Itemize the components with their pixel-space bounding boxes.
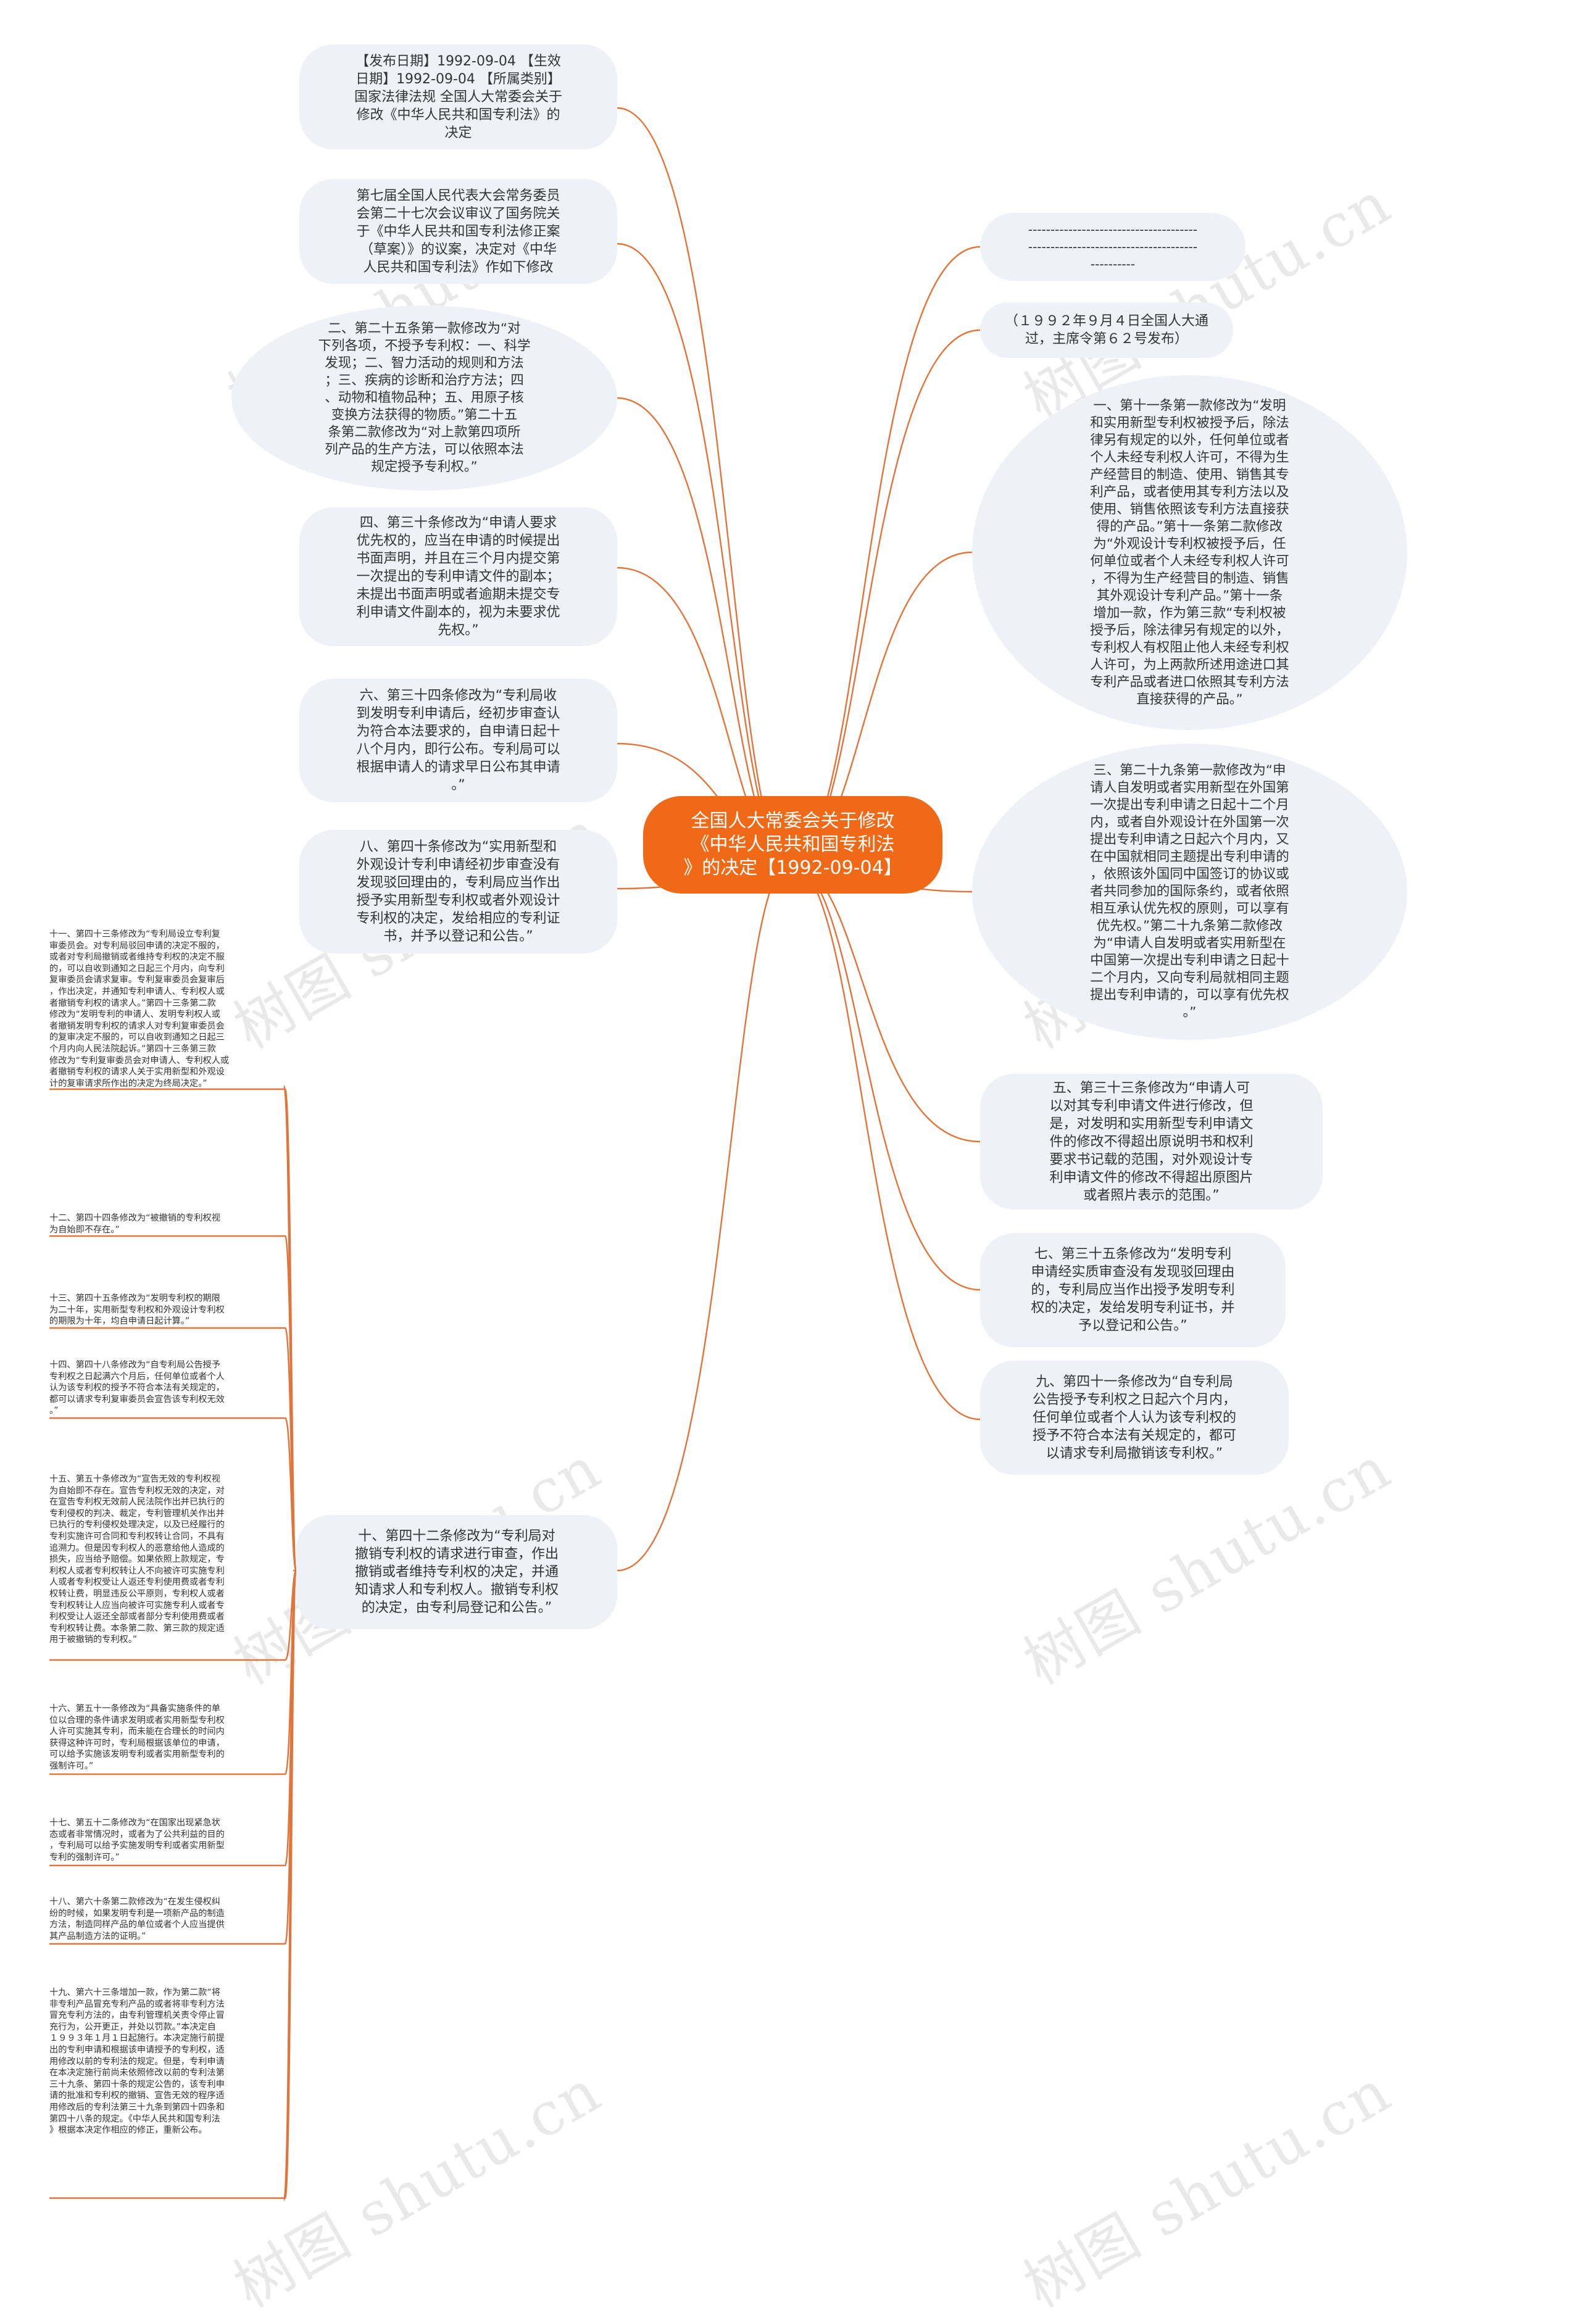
node-text: 十、第四十二条修改为“专利局对 撤销专利权的请求进行审查，作出 撤销或者维持专利… [354,1529,559,1616]
node-preamble[interactable]: 第七届全国人民代表大会常务委员 会第二十七次会议审议了国务院关 于《中华人民共和… [299,179,617,284]
edge-l19 [49,1569,297,2199]
node-article-30[interactable]: 四、第三十条修改为“申请人要求 优先权的，应当在申请的时候提出 书面声明，并且在… [299,507,617,646]
leaf-article-44[interactable]: 十二、第四十四条修改为“被撤销的专利权视 为自始即不存在。” [49,1213,284,1235]
leaf-article-43[interactable]: 十一、第四十三条修改为“专利局设立专利复 审委员会。对专利局驳回申请的决定不服的… [49,929,284,1089]
node-text: 五、第三十三条修改为“申请人可 以对其专利申请文件进行修改，但 是，对发明和实用… [1049,1080,1254,1203]
edge-passed [789,329,981,864]
node-text: 九、第四十一条修改为“自专利局 公告授予专利权之日起六个月内， 任何单位或者个人… [1032,1374,1236,1461]
leaf-text: 十四、第四十八条修改为“自专利局公告授予 专利权之日起满六个月后，任何单位或者个… [49,1360,225,1416]
node-article-25[interactable]: 二、第二十五条第一款修改为“对 下列各项，不授予专利权：一、科学 发现；二、智力… [231,305,617,491]
leaf-text: 十三、第四十五条修改为“发明专利权的期限 为二十年，实用新型专利权和外观设计专利… [49,1293,225,1327]
leaf-article-63[interactable]: 十九、第六十三条增加一款，作为第二款“将 非专利产品冒充专利产品的或者将非专利方… [49,1987,284,2136]
node-text: 一、第十一条第一款修改为“发明 和实用新型专利权被授予后，除法 律另有规定的以外… [1090,397,1289,707]
leaf-article-52[interactable]: 十七、第五十二条修改为“在国家出现紧急状 态或者非常情况时，或者为了公共利益的目… [49,1817,284,1863]
edge-art42 [617,861,791,1572]
leaf-text: 十九、第六十三条增加一款，作为第二款“将 非专利产品冒充专利产品的或者将非专利方… [49,1988,225,2136]
connector-lines [49,107,981,2201]
node-text: 四、第三十条修改为“申请人要求 优先权的，应当在申请的时候提出 书面声明，并且在… [356,515,560,638]
node-text: 七、第三十五条修改为“发明专利 申请经实质审查没有发现驳回理由 的，专利局应当作… [1031,1247,1235,1334]
leaf-text: 十六、第五十一条修改为“具备实施条件的单 位以合理的条件请求发明或者实用新型专利… [49,1704,225,1771]
leaf-article-50[interactable]: 十五、第五十条修改为“宣告无效的专利权视 为自始即不存在。宣告专利权无效的决定，… [49,1474,284,1646]
node-text: 二、第二十五条第一款修改为“对 下列各项，不授予专利权：一、科学 发现；二、智力… [318,321,531,475]
node-text: 三、第二十九条第一款修改为“申 请人自发明或者实用新型在外国第 一次提出专利申请… [1090,763,1289,1020]
edge-art41 [789,861,981,1421]
node-text: 第七届全国人民代表大会常务委员 会第二十七次会议审议了国务院关 于《中华人民共和… [356,188,560,275]
leaf-text: 十一、第四十三条修改为“专利局设立专利复 审委员会。对专利局驳回申请的决定不服的… [49,929,230,1089]
leaf-text: 十七、第五十二条修改为“在国家出现紧急状 态或者非常情况时，或者为了公共利益的目… [49,1818,225,1862]
node-article-42[interactable]: 十、第四十二条修改为“专利局对 撤销专利权的请求进行审查，作出 撤销或者维持专利… [296,1515,617,1629]
leaf-article-48[interactable]: 十四、第四十八条修改为“自专利局公告授予 专利权之日起满六个月后，任何单位或者个… [49,1359,284,1417]
node-text: 【发布日期】1992-09-04 【生效 日期】1992-09-04 【所属类别… [354,53,562,141]
edge-art33 [789,861,981,1143]
leaf-article-45[interactable]: 十三、第四十五条修改为“发明专利权的期限 为二十年，实用新型专利权和外观设计专利… [49,1293,284,1327]
node-article-41[interactable]: 九、第四十一条修改为“自专利局 公告授予专利权之日起六个月内， 任何单位或者个人… [980,1361,1289,1475]
leaf-article-60[interactable]: 十八、第六十条第二款修改为“在发生侵权纠 纷的时候，如果发明专利是一项新产品的制… [49,1896,284,1942]
edge-date [617,107,791,864]
node-text: 六、第三十四条修改为“专利局收 到发明专利申请后，经初步审查认 为符合本法要求的… [356,688,560,793]
root-topic-label: 全国人大常委会关于修改 《中华人民共和国专利法 》的决定【1992-09-04】 [683,810,902,879]
node-article-35[interactable]: 七、第三十五条修改为“发明专利 申请经实质审查没有发现驳回理由 的，专利局应当作… [980,1233,1286,1347]
node-text: -------------------------------------- -… [1028,222,1198,272]
edge-art25 [617,397,791,864]
node-article-33[interactable]: 五、第三十三条修改为“申请人可 以对其专利申请文件进行修改，但 是，对发明和实用… [980,1074,1323,1210]
node-article-40[interactable]: 八、第四十条修改为“实用新型和 外观设计专利申请经初步审查没有 发现驳回理由的，… [299,830,617,953]
edge-l14 [49,1417,297,1572]
root-topic[interactable]: 全国人大常委会关于修改 《中华人民共和国专利法 》的决定【1992-09-04】 [643,796,942,894]
node-article-11[interactable]: 一、第十一条第一款修改为“发明 和实用新型专利权被授予后，除法 律另有规定的以外… [972,375,1407,730]
node-publish-date[interactable]: 【发布日期】1992-09-04 【生效 日期】1992-09-04 【所属类别… [299,44,617,149]
node-separator[interactable]: -------------------------------------- -… [980,213,1245,281]
leaf-text: 十八、第六十条第二款修改为“在发生侵权纠 纷的时候，如果发明专利是一项新产品的制… [49,1897,225,1941]
leaf-text: 十二、第四十四条修改为“被撤销的专利权视 为自始即不存在。” [49,1213,220,1235]
leaf-text: 十五、第五十条修改为“宣告无效的专利权视 为自始即不存在。宣告专利权无效的决定，… [49,1474,225,1645]
node-article-29[interactable]: 三、第二十九条第一款修改为“申 请人自发明或者实用新型在外国第 一次提出专利申请… [972,744,1407,1040]
node-passed-info[interactable]: （１９９２年９月４日全国人大通 过，主席令第６２号发布） [980,302,1233,358]
leaf-article-51[interactable]: 十六、第五十一条修改为“具备实施条件的单 位以合理的条件请求发明或者实用新型专利… [49,1703,284,1772]
node-text: 八、第四十条修改为“实用新型和 外观设计专利申请经初步审查没有 发现驳回理由的，… [356,839,560,944]
edge-dashes [789,246,981,864]
node-article-34[interactable]: 六、第三十四条修改为“专利局收 到发明专利申请后，经初步审查认 为符合本法要求的… [299,679,617,802]
node-text: （１９９２年９月４日全国人大通 过，主席令第６２号发布） [1004,313,1208,347]
